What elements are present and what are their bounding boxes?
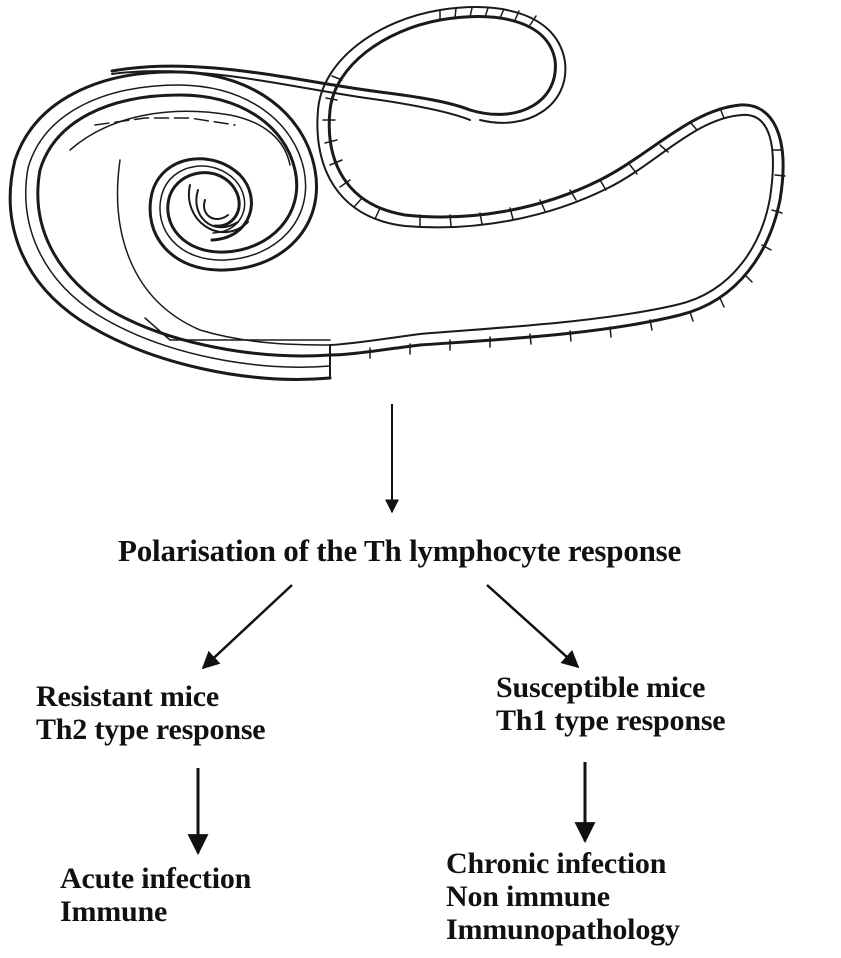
susceptible-mice-label: Susceptible mice [496, 671, 725, 704]
resistant-mice-box: Resistant mice Th2 type response [36, 680, 265, 746]
th2-response-label: Th2 type response [36, 713, 265, 746]
worm-upper-loop [329, 17, 783, 355]
outcome-immunopathology: Immunopathology [446, 913, 680, 946]
worm-posterior-body [38, 95, 330, 356]
resistant-outcomes: Acute infection Immune [60, 862, 251, 928]
susceptible-outcomes: Chronic infection Non immune Immunopatho… [446, 847, 680, 946]
susceptible-mice-box: Susceptible mice Th1 type response [496, 671, 725, 737]
arrow-to-susceptible-mice [487, 585, 578, 667]
outcome-acute-infection: Acute infection [60, 862, 251, 895]
polarisation-title: Polarisation of the Th lymphocyte respon… [118, 534, 681, 567]
resistant-mice-label: Resistant mice [36, 680, 265, 713]
worm-illustration [10, 7, 785, 379]
th1-response-label: Th1 type response [496, 704, 725, 737]
outcome-chronic-infection: Chronic infection [446, 847, 680, 880]
outcome-immune: Immune [60, 895, 251, 928]
outcome-non-immune: Non immune [446, 880, 680, 913]
arrow-to-resistant-mice [203, 585, 292, 668]
